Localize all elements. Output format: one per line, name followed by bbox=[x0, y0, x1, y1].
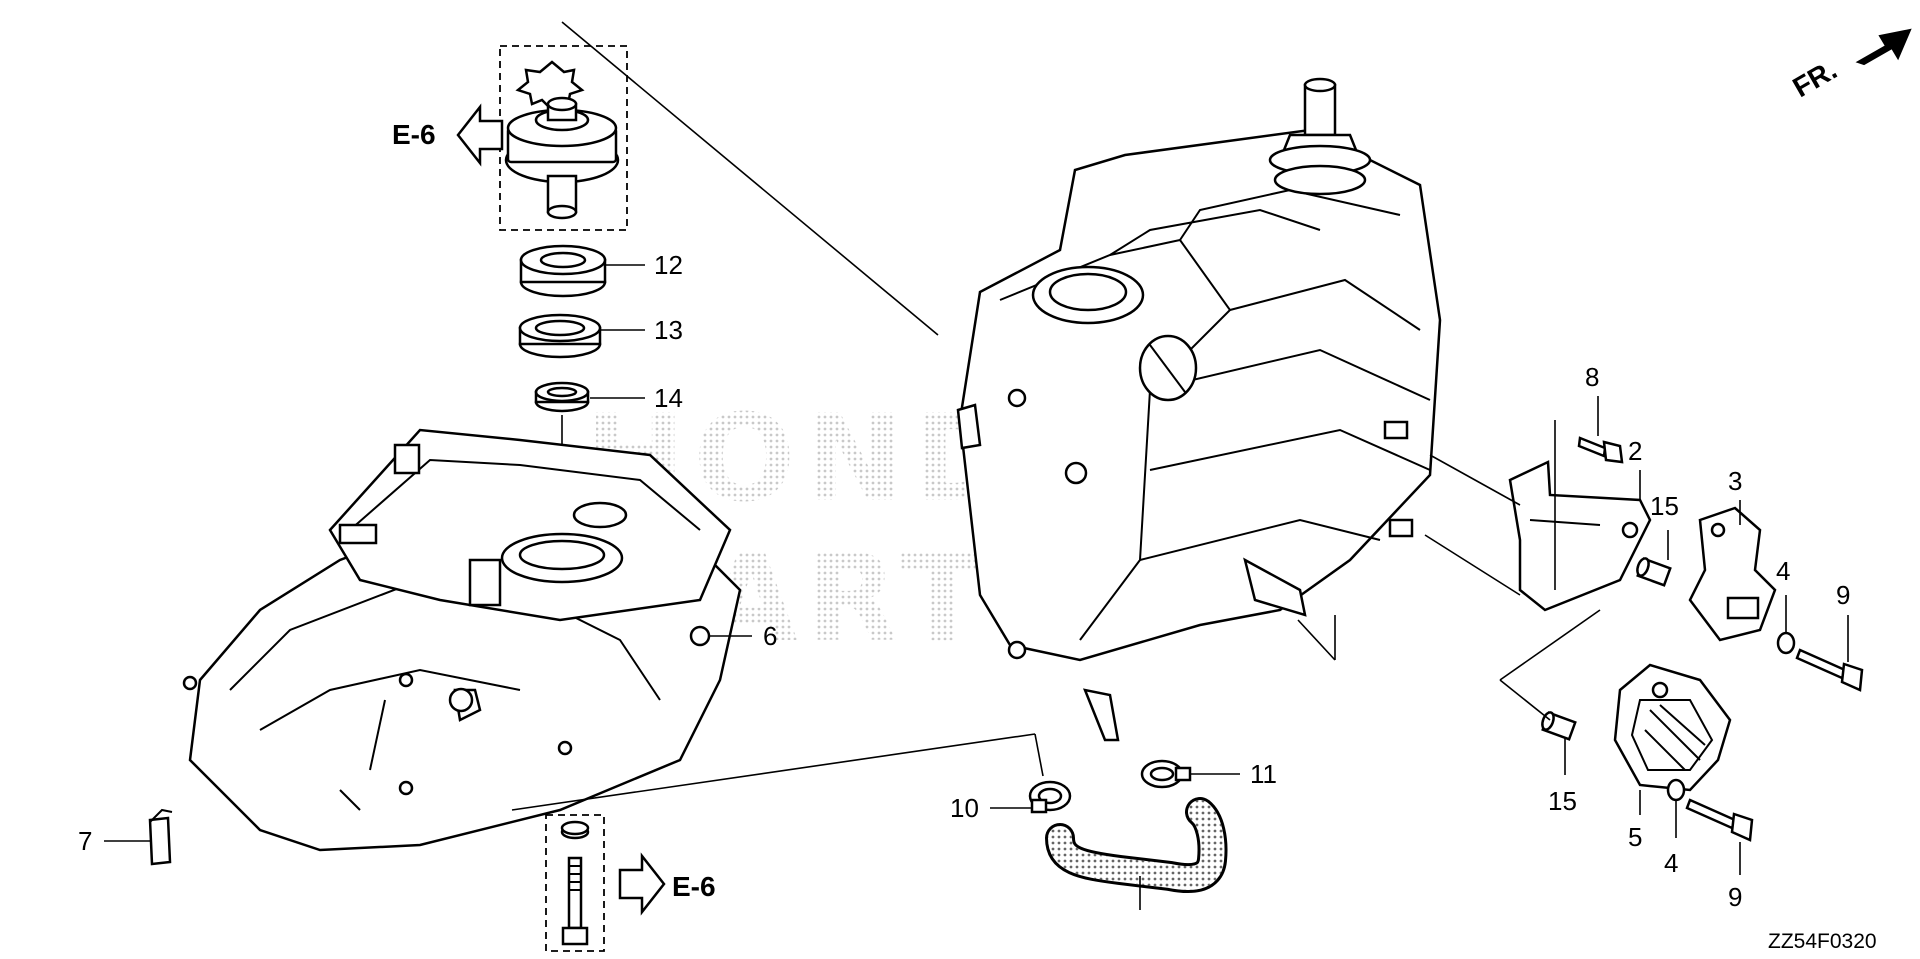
callout-4-lower: 4 bbox=[1664, 848, 1678, 878]
arrow-right-icon bbox=[618, 852, 666, 916]
callout-2: 2 bbox=[1628, 436, 1642, 466]
direction-arrow-icon bbox=[1855, 28, 1912, 66]
washer-4-lower bbox=[1666, 778, 1686, 802]
callout-9-upper: 9 bbox=[1836, 580, 1850, 610]
gear-group bbox=[499, 45, 628, 231]
callout-3: 3 bbox=[1728, 466, 1742, 496]
water-hose bbox=[1045, 797, 1228, 893]
washer-4-upper bbox=[1776, 631, 1796, 655]
callout-13: 13 bbox=[654, 315, 683, 345]
cover-5 bbox=[1613, 663, 1732, 792]
callout-5: 5 bbox=[1628, 822, 1642, 852]
drawing-code: ZZ54F0320 bbox=[1768, 930, 1877, 953]
bolt-group bbox=[545, 814, 605, 952]
bolt-9-upper bbox=[1795, 648, 1864, 692]
reference-lower-label: E-6 bbox=[672, 871, 716, 902]
callout-11: 11 bbox=[1250, 759, 1277, 789]
callout-4-upper: 4 bbox=[1776, 556, 1790, 586]
bolt-9-lower bbox=[1685, 798, 1754, 842]
callout-9-lower: 9 bbox=[1728, 882, 1742, 912]
front-direction-indicator: FR. bbox=[1788, 28, 1912, 103]
arrow-left-icon bbox=[456, 103, 504, 167]
callout-8: 8 bbox=[1585, 362, 1599, 392]
callout-15-lower: 15 bbox=[1548, 786, 1577, 816]
bolt-8 bbox=[1577, 436, 1624, 464]
hose-clamp-11 bbox=[1140, 759, 1192, 789]
callout-6: 6 bbox=[763, 621, 777, 651]
hose-clamp-10 bbox=[1028, 780, 1072, 814]
callout-12: 12 bbox=[654, 250, 683, 280]
fitting-6 bbox=[689, 625, 711, 647]
reference-upper-label: E-6 bbox=[392, 119, 436, 150]
collar-15-upper bbox=[1636, 557, 1672, 587]
oil-seal-large bbox=[518, 313, 602, 359]
collar-15-lower bbox=[1541, 711, 1577, 741]
callout-14: 14 bbox=[654, 383, 683, 413]
bolt-dashed-box bbox=[545, 814, 605, 952]
clip-part-7 bbox=[148, 808, 173, 866]
leader-gear-to-engine bbox=[561, 21, 939, 336]
bracket-2 bbox=[1508, 460, 1652, 612]
reference-lower: E-6 bbox=[618, 852, 716, 916]
callout-10: 10 bbox=[950, 793, 979, 823]
lower-case bbox=[182, 428, 742, 852]
oil-seal-small bbox=[534, 381, 590, 413]
reference-upper: E-6 bbox=[392, 103, 504, 167]
front-direction-label: FR. bbox=[1788, 54, 1843, 103]
callout-15-upper: 15 bbox=[1650, 491, 1679, 521]
callout-7: 7 bbox=[78, 826, 92, 856]
bearing bbox=[519, 244, 607, 298]
bracket-3 bbox=[1688, 506, 1777, 642]
engine-block bbox=[956, 77, 1442, 742]
